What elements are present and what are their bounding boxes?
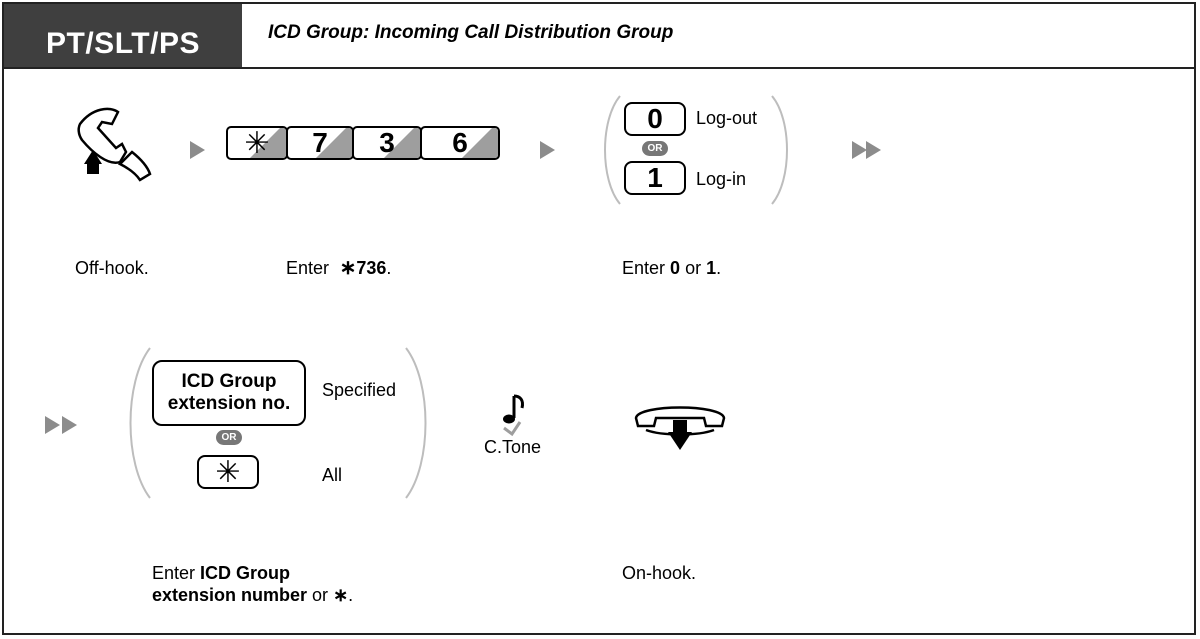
star-glyph: ∗ [334, 257, 357, 279]
caption-or: or [312, 585, 329, 605]
header-divider [4, 67, 1194, 69]
specified-label: Specified [322, 380, 397, 400]
forward-arrow-icon [62, 416, 77, 434]
forward-arrow-icon [540, 141, 555, 159]
enter-code-caption: Enter ∗736. [286, 257, 392, 279]
all-label: All [322, 465, 343, 485]
key-shade [316, 128, 352, 158]
caption-line-2: extension number or ∗. [152, 585, 354, 605]
left-paren [604, 95, 621, 205]
mode-tab: PT/SLT/PS [4, 4, 242, 67]
caption-or: or [685, 258, 702, 278]
star-key-icon: ✳ [215, 455, 241, 489]
code-value: 736 [356, 258, 387, 278]
right-paren [405, 347, 427, 499]
choice-a: 0 [670, 258, 681, 278]
forward-arrow-icon [852, 141, 867, 159]
digit-key-label: 1 [647, 162, 663, 193]
forward-arrow-icon [190, 141, 205, 159]
off-hook-handset-icon [77, 107, 152, 182]
choice-b: 1 [706, 258, 717, 278]
forward-arrow-icon [45, 416, 60, 434]
digit-key-label: 3 [379, 127, 395, 158]
digit-key-7: 7 [286, 126, 354, 160]
left-paren [129, 347, 151, 499]
digit-key-3: 3 [352, 126, 422, 160]
off-hook-caption: Off-hook. [75, 258, 149, 278]
caption-bold: ICD Group [200, 563, 291, 583]
forward-arrow-icon [866, 141, 881, 159]
star-glyph: ∗ [333, 585, 349, 605]
enter-choice-caption: Enter 0 or 1. [622, 258, 722, 278]
log-in-label: Log-in [696, 169, 747, 189]
icd-group-extension-key: ICD Group extension no. [152, 360, 306, 426]
digit-key-0: 0 [624, 102, 686, 136]
enter-icd-caption: Enter ICD Group extension number or ∗. [152, 562, 353, 606]
digit-key-6: 6 [420, 126, 500, 160]
caption-text: Enter [622, 258, 666, 278]
on-hook-caption: On-hook. [622, 563, 697, 583]
mode-label: PT/SLT/PS [46, 26, 200, 60]
star-key: ✳ [226, 126, 288, 160]
or-badge: OR [216, 430, 242, 445]
on-hook-handset-icon [634, 406, 726, 450]
key-shade [384, 128, 420, 158]
caption-text: Enter [286, 258, 330, 278]
icd-key-label: ICD Group extension no. [168, 371, 290, 415]
key-shade [250, 128, 286, 158]
right-paren [771, 95, 788, 205]
log-out-label: Log-out [696, 108, 758, 128]
star-key: ✳ [197, 455, 259, 489]
digit-key-label: 7 [312, 127, 328, 158]
key-shade [462, 128, 498, 158]
icd-key-line2: extension no. [167, 393, 291, 414]
digit-key-label: 6 [452, 127, 468, 158]
or-badge: OR [642, 141, 668, 156]
caption-bold: extension number [152, 585, 308, 605]
confirmation-tone-icon [503, 394, 524, 437]
digit-key-label: 0 [647, 103, 663, 134]
star-key-icon: ✳ [244, 126, 270, 160]
c-tone-label: C.Tone [484, 437, 542, 457]
caption-line-1: Enter ICD Group [152, 562, 353, 584]
page-title: ICD Group: Incoming Call Distribution Gr… [268, 22, 674, 43]
digit-key-1: 1 [624, 161, 686, 195]
caption-text: Enter [152, 563, 196, 583]
icd-key-line1: ICD Group [181, 371, 277, 392]
